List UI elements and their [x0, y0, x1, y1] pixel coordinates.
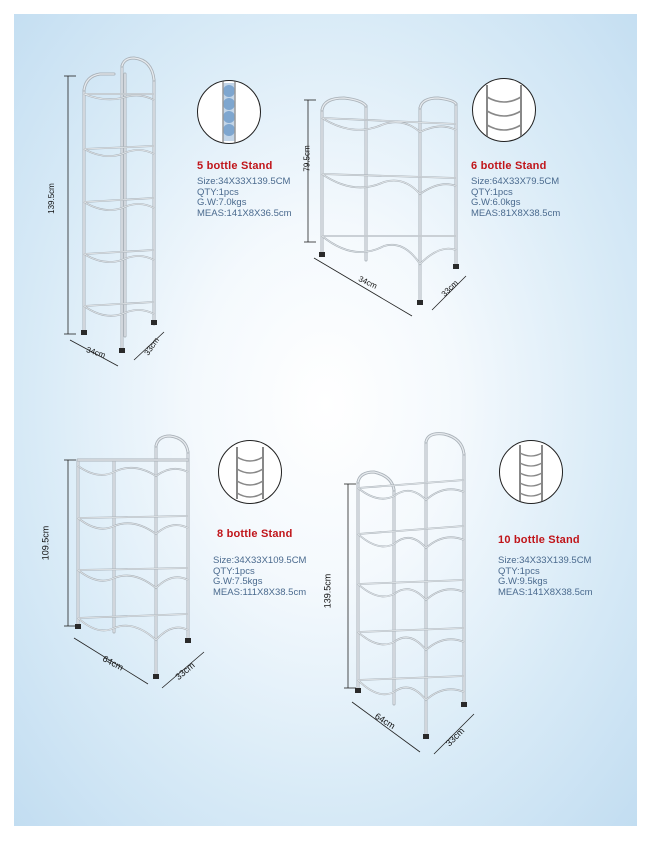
- rack-detail-thumbnail: [499, 440, 563, 504]
- product-title: 8 bottle Stand: [217, 528, 293, 540]
- rack-photo-6-bottle: [319, 96, 459, 305]
- spec-meas: MEAS:111X8X38.5cm: [213, 586, 307, 598]
- spec-weight: G.W:7.5kgs: [213, 576, 263, 587]
- spec-size: Size:34X33X109.5CM: [213, 555, 307, 566]
- bottle-detail-thumbnail: [197, 80, 261, 144]
- product-title: 6 bottle Stand: [471, 160, 547, 172]
- product-title: 5 bottle Stand: [197, 160, 273, 172]
- product-specs: Size:34X33X139.5CM QTY:1pcs G.W:9.5kgs M…: [498, 555, 593, 598]
- product-title: 10 bottle Stand: [498, 534, 580, 546]
- product-specs: Size:34X33X109.5CM QTY:1pcs G.W:7.5kgs M…: [213, 555, 307, 598]
- product-specs: Size:64X33X79.5CM QTY:1pcs G.W:6.0kgs ME…: [471, 176, 561, 219]
- rack-detail-icon: [519, 445, 543, 501]
- spec-meas: MEAS:141X8X38.5cm: [498, 586, 593, 598]
- spec-size: Size:34X33X139.5CM: [197, 176, 291, 187]
- rack-detail-icon: [486, 85, 522, 137]
- spec-size: Size:34X33X139.5CM: [498, 555, 592, 566]
- spec-qty: QTY:1pcs: [197, 186, 239, 198]
- dimension-lines-8-bottle: [64, 459, 205, 689]
- bottle-detail-icon: [222, 81, 236, 143]
- dimension-lines-10-bottle: [344, 483, 475, 755]
- rack-detail-icon: [236, 447, 264, 499]
- rack-photo-10-bottle: [355, 432, 467, 739]
- height-label: 139.5cm: [322, 573, 333, 609]
- rack-detail-thumbnail: [218, 440, 282, 504]
- rack-photo-5-bottle: [81, 56, 157, 353]
- catalog-page: 139.5cm 34cm 33cm 5 bottle Stand Size:34…: [14, 14, 637, 826]
- dimension-lines-5-bottle: [64, 75, 165, 367]
- spec-size: Size:64X33X79.5CM: [471, 176, 560, 187]
- spec-meas: MEAS:81X8X38.5cm: [471, 207, 561, 219]
- rack-detail-thumbnail: [472, 78, 536, 142]
- spec-weight: G.W:9.5kgs: [498, 576, 548, 587]
- spec-qty: QTY:1pcs: [471, 186, 513, 198]
- spec-weight: G.W:7.0kgs: [197, 197, 247, 208]
- spec-weight: G.W:6.0kgs: [471, 197, 521, 208]
- rack-photo-8-bottle: [75, 434, 191, 679]
- spec-qty: QTY:1pcs: [498, 565, 540, 577]
- product-specs: Size:34X33X139.5CM QTY:1pcs G.W:7.0kgs M…: [197, 176, 292, 219]
- dimension-lines-6-bottle: [304, 99, 467, 317]
- spec-qty: QTY:1pcs: [213, 565, 255, 577]
- spec-meas: MEAS:141X8X36.5cm: [197, 207, 292, 219]
